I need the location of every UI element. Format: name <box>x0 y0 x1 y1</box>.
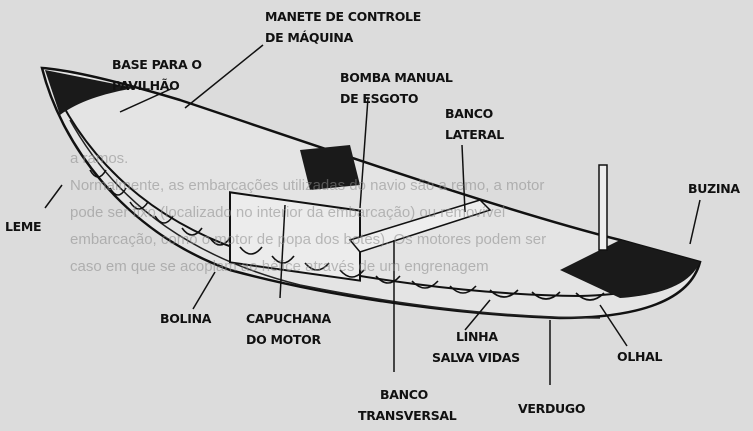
mast <box>598 164 608 251</box>
thwart <box>348 199 492 253</box>
leader-lines <box>44 44 701 385</box>
label-line: PAVILHÃO <box>112 78 180 93</box>
background-text-line: pode ser fixo (localizado no interior da… <box>70 204 506 221</box>
label-bolina: BOLINA <box>160 311 212 326</box>
background-text-line: embarcação, como o motor de popa dos bot… <box>70 231 547 248</box>
label-manete-de-controle: MANETE DE CONTROLE DE MÁQUINA <box>265 6 421 48</box>
background-text-line: a ramos. <box>70 150 129 167</box>
label-base-pavilhao: BASE PARA O PAVILHÃO <box>112 54 202 96</box>
label-line: BANCO <box>445 106 493 121</box>
label-capuchana: CAPUCHANA DO MOTOR <box>246 308 331 350</box>
label-verdugo: VERDUGO <box>518 401 586 416</box>
label-banco-transversal: BANCO TRANSVERSAL <box>358 384 457 426</box>
label-line: CAPUCHANA <box>246 311 331 326</box>
label-line: LATERAL <box>445 127 504 142</box>
label-bomba-manual: BOMBA MANUAL DE ESGOTO <box>340 67 453 109</box>
label-line: DE MÁQUINA <box>265 30 353 45</box>
label-line: MANETE DE CONTROLE <box>265 9 421 24</box>
lifeline-loops <box>89 169 605 301</box>
background-text-line: caso em que se acoplam ao hélice através… <box>70 258 489 275</box>
label-line: BANCO <box>380 387 428 402</box>
label-line: SALVA VIDAS <box>432 350 520 365</box>
label-banco-lateral: BANCO LATERAL <box>445 103 504 145</box>
label-line: LINHA <box>456 329 498 344</box>
label-line: TRANSVERSAL <box>358 408 457 423</box>
label-linha-salva-vidas: LINHA SALVA VIDAS <box>432 326 520 368</box>
label-line: BASE PARA O <box>112 57 202 72</box>
background-text-line: Normalmente, as embarcações utilizadas d… <box>70 177 545 194</box>
stern-deck <box>560 240 700 298</box>
label-leme: LEME <box>5 219 42 234</box>
label-line: DE ESGOTO <box>340 91 419 106</box>
verdugo-rail <box>69 119 601 319</box>
label-line: DO MOTOR <box>246 332 321 347</box>
bow-deck <box>45 70 135 115</box>
hull <box>40 66 702 320</box>
label-olhal: OLHAL <box>617 349 663 364</box>
label-line: BOMBA MANUAL <box>340 70 453 85</box>
engine-dark <box>300 145 360 190</box>
label-buzina: BUZINA <box>688 181 740 196</box>
